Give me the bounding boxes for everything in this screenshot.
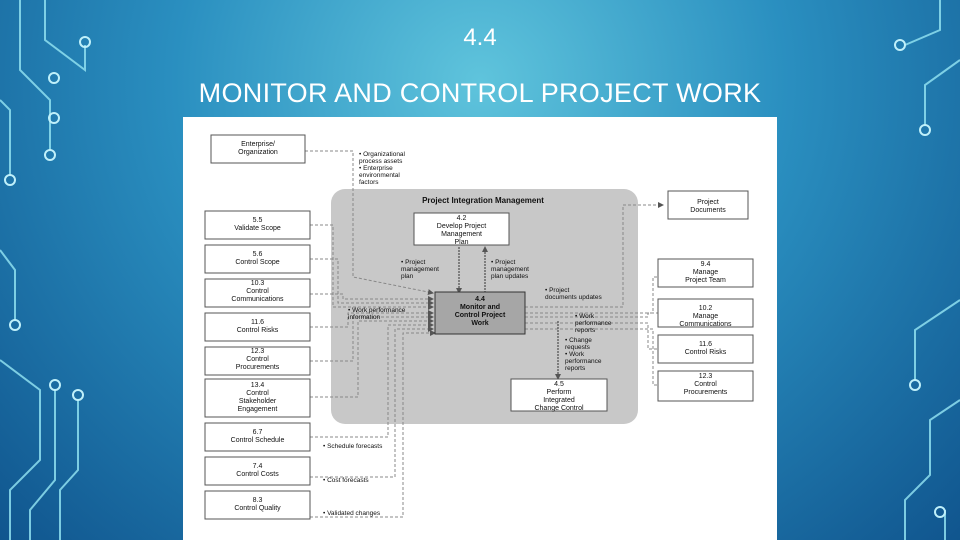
note-validated-changes: • Validated changes <box>323 510 381 517</box>
slide-number: 4.4 <box>463 24 497 51</box>
note-work-perf-info: • Work performance information <box>348 307 406 321</box>
note-enterprise-flows: • Organizational process assets • Enterp… <box>359 151 405 186</box>
group-title: Project Integration Management <box>422 196 544 205</box>
left-process-9: 8.3 Control Quality <box>234 497 281 512</box>
note-doc-updates: • Project documents updates <box>545 287 602 301</box>
diagram-lines <box>204 134 754 520</box>
center-box <box>434 291 526 335</box>
project-documents-label: Project Documents <box>690 199 726 214</box>
left-process-2: 5.6 Control Scope <box>235 251 280 266</box>
left-process-7: 6.7 Control Schedule <box>230 429 285 444</box>
note-change-reports: • Change requests • Work performance rep… <box>565 337 602 372</box>
enterprise-box <box>210 134 306 164</box>
left-process-6: 13.4 Control Stakeholder Engagement <box>237 382 278 413</box>
perform-icc-label: 4.5 Perform Integrated Change Control <box>534 381 584 412</box>
note-schedule-forecasts: • Schedule forecasts <box>323 443 383 450</box>
project-documents-box <box>667 190 749 220</box>
enterprise-label: Enterprise/ Organization <box>238 141 278 156</box>
slide-title: MONITOR AND CONTROL PROJECT WORK <box>198 78 762 108</box>
left-process-3: 10.3 Control Communications <box>231 280 284 303</box>
left-process-5: 12.3 Control Procurements <box>235 348 280 371</box>
right-process-4: 12.3 Control Procurements <box>683 373 728 396</box>
perform-icc-box <box>510 378 608 412</box>
develop-plan-label: 4.2 Develop Project Management Plan <box>436 215 487 246</box>
note-center-to-plan: • Project management plan updates <box>491 259 529 280</box>
left-process-1: 5.5 Validate Scope <box>234 217 281 232</box>
note-cost-forecasts: • Cost forecasts <box>323 477 369 484</box>
right-process-3: 11.6 Control Risks <box>684 341 727 356</box>
left-process-8: 7.4 Control Costs <box>236 463 279 478</box>
right-process-2: 10.2 Manage Communications <box>679 305 732 328</box>
left-process-4: 11.6 Control Risks <box>236 319 279 334</box>
note-work-perf-reports: • Work performance reports <box>575 313 612 334</box>
center-label: 4.4 Monitor and Control Project Work <box>454 296 506 327</box>
process-diagram: Project Integration Management Enterpris… <box>183 117 777 540</box>
right-process-1: 9.4 Manage Project Team <box>685 261 726 284</box>
develop-plan-box <box>413 212 510 246</box>
note-plan-to-center: • Project management plan <box>401 259 439 280</box>
